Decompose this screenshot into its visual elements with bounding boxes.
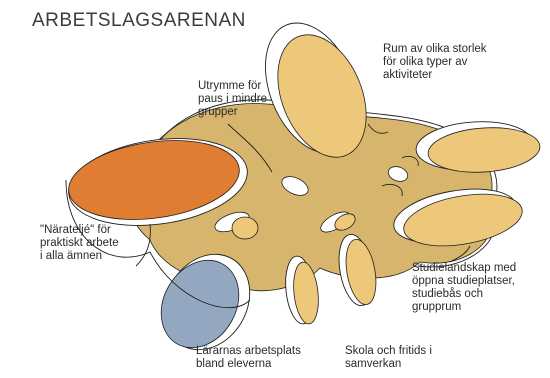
label-rum: Rum av olika storlek för olika typer av … — [383, 43, 487, 82]
label-narateljo: "Närateljé" för praktiskt arbete i alla … — [40, 224, 119, 263]
label-skola: Skola och fritids i samverkan — [345, 345, 432, 371]
diagram-title: ARBETSLAGSARENAN — [32, 10, 246, 32]
pause-space-3 — [232, 217, 258, 239]
label-utrymme: Utrymme för paus i mindre grupper — [198, 80, 267, 119]
label-studielandskap: Studielandskap med öppna studieplatser, … — [412, 262, 516, 314]
label-lararnas: Lärarnas arbetsplats bland eleverna — [196, 345, 301, 371]
